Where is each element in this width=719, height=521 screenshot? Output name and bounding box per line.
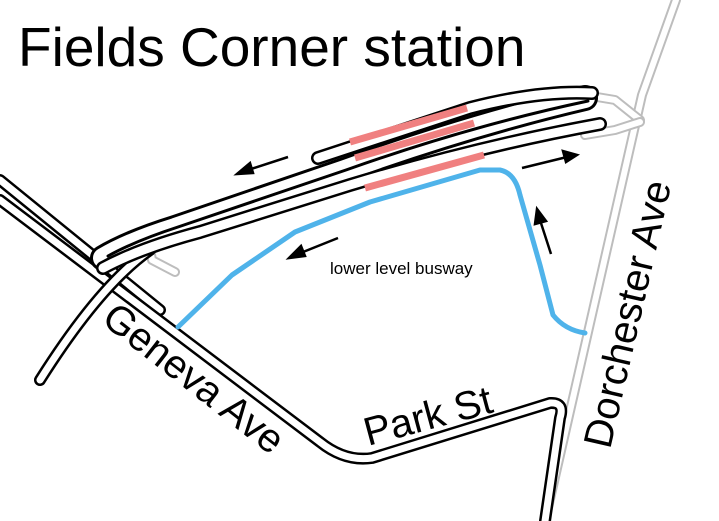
platform-1 [349,104,468,146]
rail-outer-line [0,174,166,316]
platforms [349,104,485,192]
platform-3 [364,151,485,192]
direction-arrows [233,149,581,260]
lower-level-busway [175,167,588,336]
arrow-busway-west [285,236,339,260]
busway-label: lower level busway [330,259,473,278]
arrow-eastbound-lower [521,149,581,170]
arrow-westbound-upper [233,155,289,176]
platform-2 [354,119,475,162]
station-tracks [90,85,607,275]
map-title: Fields Corner station [18,16,526,78]
dorchester-ave-road [540,0,681,521]
geneva-park-road [0,194,568,521]
arrow-busway-north [533,205,553,255]
geneva-ave-label: Geneva Ave [94,294,292,462]
